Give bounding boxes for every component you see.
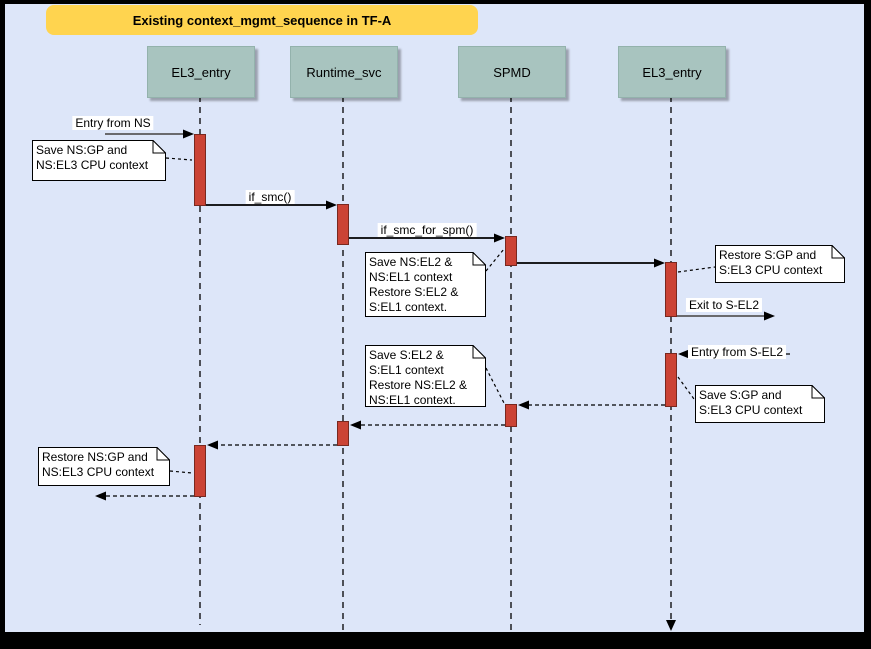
note: Restore NS:GP and NS:EL3 CPU context xyxy=(38,446,171,486)
message-label: Entry from S-EL2 xyxy=(687,345,787,359)
activation-bar-EL3_entry xyxy=(194,134,206,206)
participant-box-EL3_entry: EL3_entry xyxy=(147,46,255,98)
note: Save NS:GP and NS:EL3 CPU context xyxy=(32,139,167,181)
note-fold-corner xyxy=(472,344,487,359)
message-label: if_smc() xyxy=(245,190,295,204)
note-shape xyxy=(715,244,846,283)
activation-bar-EL3_entry-2 xyxy=(665,262,677,317)
note-text: Restore NS:GP and NS:EL3 CPU context xyxy=(42,450,155,479)
note: Restore S:GP and S:EL3 CPU context xyxy=(715,244,846,283)
message-label: Exit to S-EL2 xyxy=(685,298,763,312)
note-text: Restore S:GP and S:EL3 CPU context xyxy=(719,248,823,277)
participant-box-SPMD: SPMD xyxy=(458,46,566,98)
note-shape xyxy=(38,446,171,486)
note-fold-corner xyxy=(152,139,167,154)
note-fold-corner xyxy=(831,244,846,259)
note-text: Save S:GP and S:EL3 CPU context xyxy=(699,388,803,417)
note: Save S:GP and S:EL3 CPU context xyxy=(695,384,826,423)
diagram-title: Existing context_mgmt_sequence in TF-A xyxy=(46,5,478,35)
note-outline xyxy=(365,252,486,317)
note-outline xyxy=(38,447,170,486)
note-shape xyxy=(695,384,826,423)
activation-bar-EL3_entry-2 xyxy=(665,353,677,407)
note: Save S:EL2 & S:EL1 context Restore NS:EL… xyxy=(365,344,487,407)
note-shape xyxy=(32,139,167,181)
participant-box-EL3_entry: EL3_entry xyxy=(618,46,726,98)
note-outline xyxy=(32,140,166,181)
note-shape xyxy=(365,251,487,317)
note-text: Save NS:GP and NS:EL3 CPU context xyxy=(36,143,149,172)
diagram-canvas xyxy=(5,4,864,632)
note-fold-corner xyxy=(472,251,487,266)
message-label: if_smc_for_spm() xyxy=(377,223,477,237)
participant-box-Runtime_svc: Runtime_svc xyxy=(290,46,398,98)
note-text: Save S:EL2 & S:EL1 context Restore NS:EL… xyxy=(369,348,468,407)
note-outline xyxy=(695,385,825,423)
note: Save NS:EL2 & NS:EL1 context Restore S:E… xyxy=(365,251,487,317)
note-text: Save NS:EL2 & NS:EL1 context Restore S:E… xyxy=(369,255,459,314)
note-outline xyxy=(715,245,845,283)
activation-bar-SPMD xyxy=(505,404,517,427)
note-fold-corner xyxy=(156,446,171,461)
activation-bar-SPMD xyxy=(505,236,517,266)
activation-bar-Runtime_svc xyxy=(337,421,349,446)
message-label: Entry from NS xyxy=(72,116,154,130)
activation-bar-EL3_entry xyxy=(194,445,206,497)
activation-bar-Runtime_svc xyxy=(337,204,349,245)
note-fold-corner xyxy=(811,384,826,399)
